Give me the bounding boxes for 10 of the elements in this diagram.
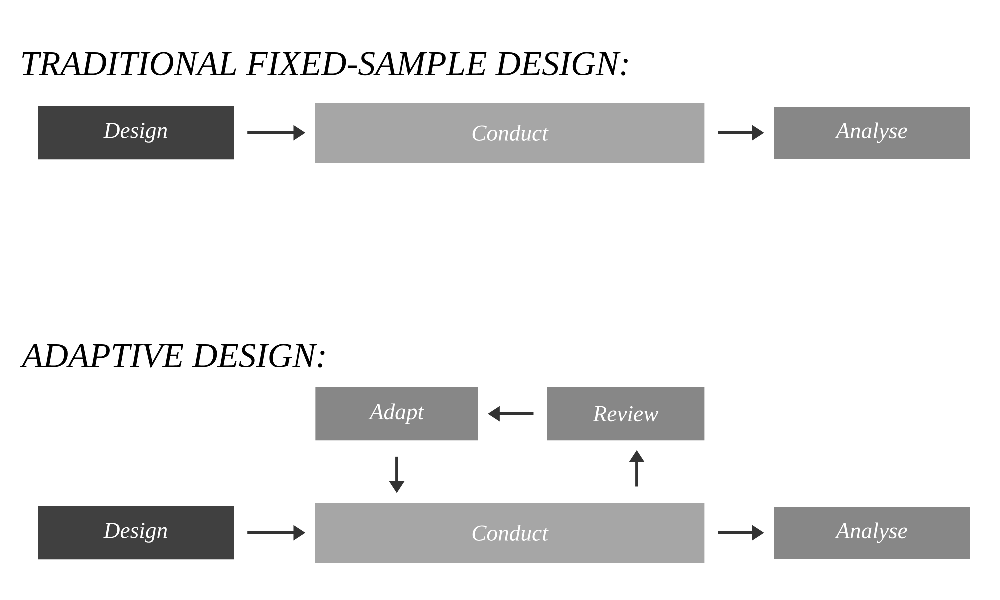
heading: TRADITIONAL FIXED-SAMPLE DESIGN:: [22, 52, 628, 76]
heading: ADAPTIVE DESIGN:: [20, 344, 325, 368]
process-box: Adapt: [316, 387, 478, 441]
process-box: Analyse: [774, 107, 970, 159]
process-box: Analyse: [774, 507, 970, 559]
process-box: Conduct: [315, 503, 705, 563]
process-box: Review: [547, 387, 705, 441]
process-box: Conduct: [315, 103, 705, 163]
process-box: Design: [38, 106, 234, 160]
process-box: Design: [38, 506, 234, 560]
